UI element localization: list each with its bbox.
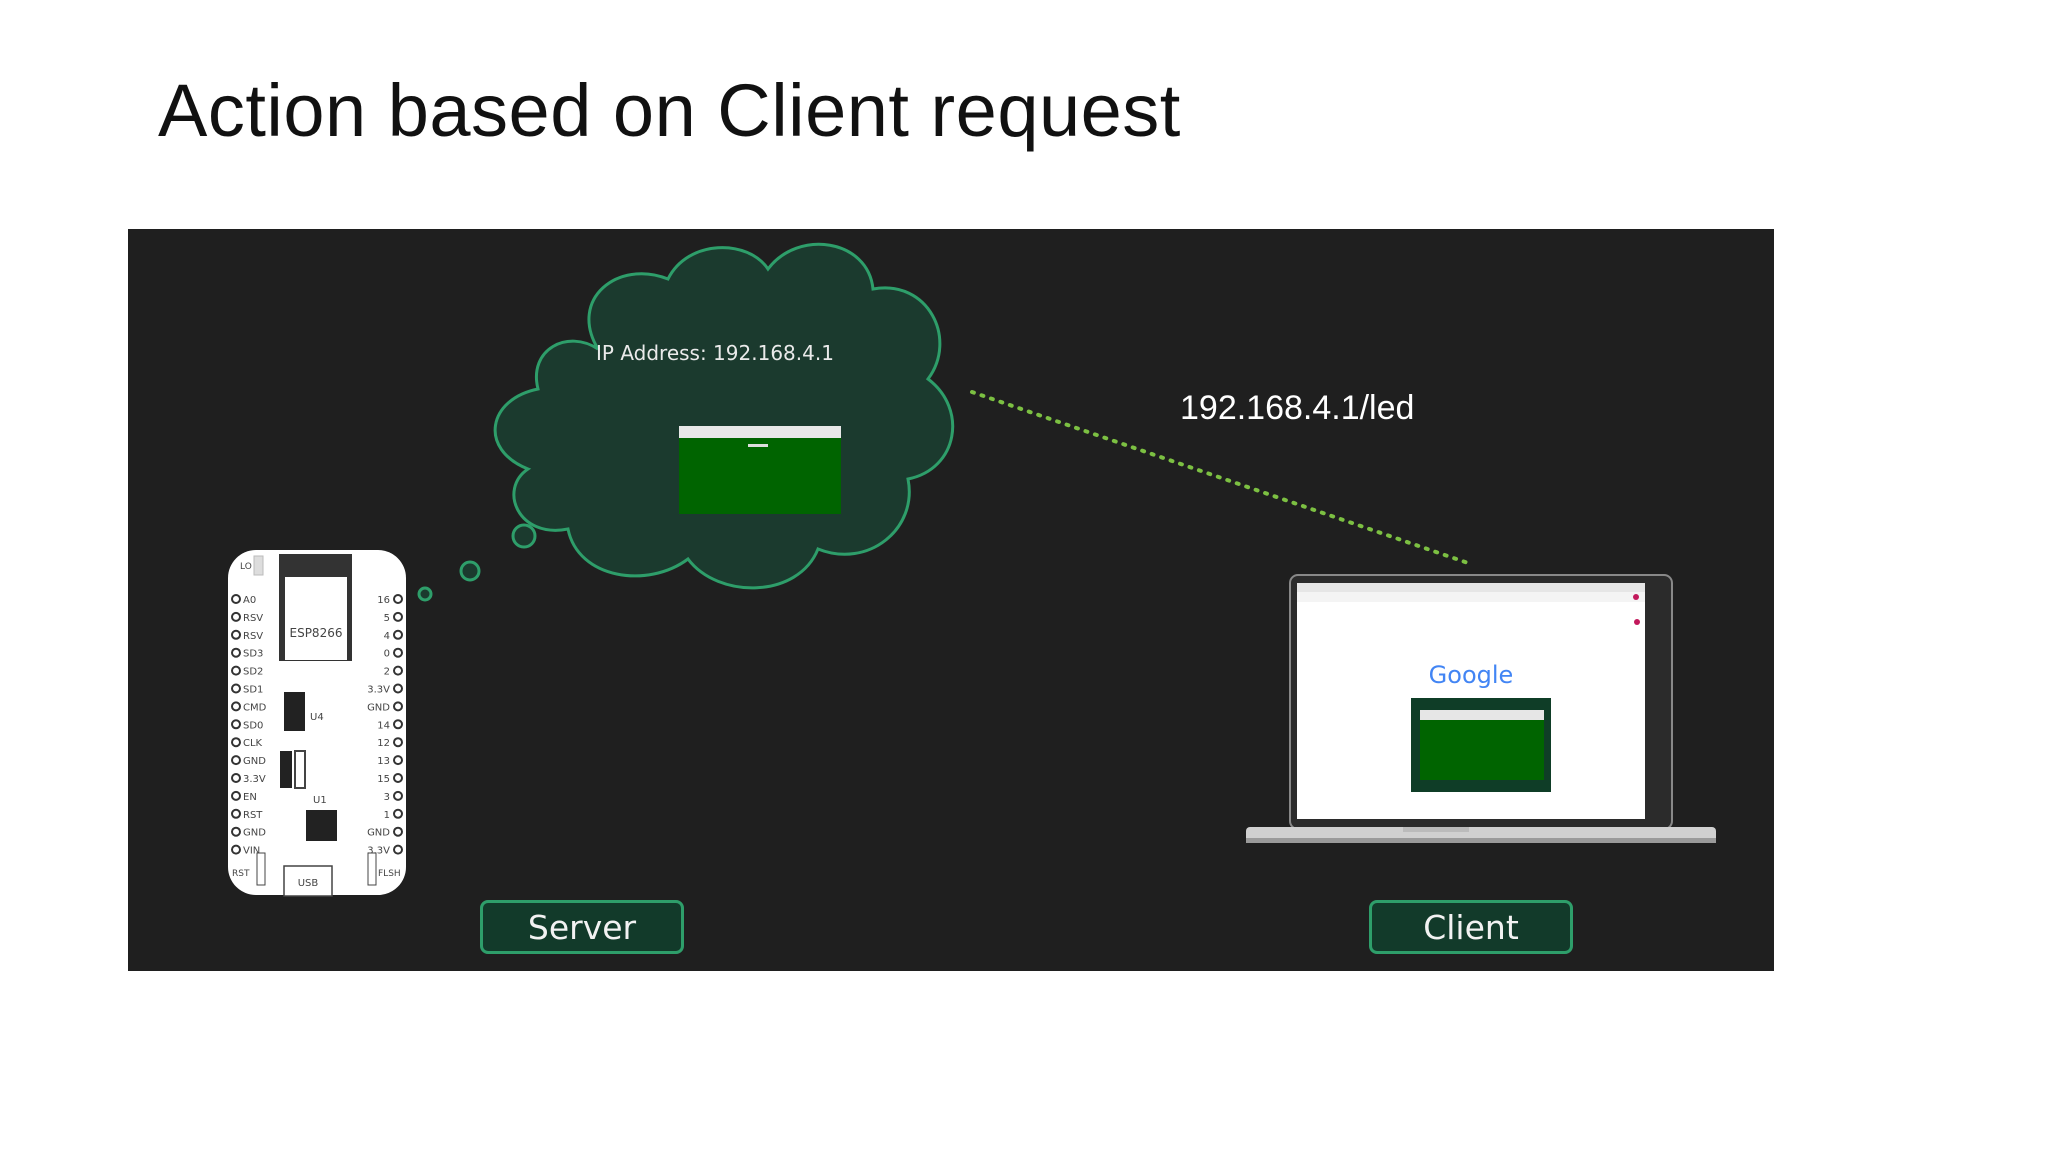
pin-label-right: 12 — [377, 738, 390, 749]
svg-text:RST: RST — [232, 869, 250, 879]
server-label-box: Server — [480, 900, 684, 954]
pin-right — [393, 808, 403, 819]
pin-label-right: 3.3V — [367, 685, 390, 696]
pin-left — [231, 826, 241, 837]
pin-label-right: 1 — [384, 810, 390, 821]
pin-left — [231, 683, 241, 694]
diagram-panel: IP Address: 192.168.4.1 ESP8266 LO U4 U1 — [128, 229, 1774, 971]
pin-label-left: RSV — [243, 631, 263, 642]
cloud-ip-label: IP Address: 192.168.4.1 — [596, 341, 834, 365]
pin-right — [393, 773, 403, 783]
pin-label-left: SD3 — [243, 649, 263, 660]
pin-label-right: 2 — [384, 667, 390, 678]
pin-left — [231, 594, 241, 604]
pin-label-left: SD0 — [243, 720, 263, 731]
pin-right — [393, 594, 403, 604]
pin-label-right: GND — [367, 828, 390, 839]
request-dotted-line — [970, 390, 1470, 565]
svg-text:U1: U1 — [313, 795, 327, 806]
pin-label-left: A0 — [243, 595, 256, 606]
pin-right — [393, 629, 403, 640]
pin-label-right: 0 — [384, 649, 390, 660]
pin-label-left: SD1 — [243, 685, 263, 696]
pin-left — [231, 629, 241, 640]
pin-right — [393, 683, 403, 694]
server-page-preview — [679, 426, 841, 514]
pin-left — [231, 665, 241, 676]
pin-label-left: GND — [243, 828, 266, 839]
client-label-box: Client — [1369, 900, 1573, 954]
pin-right — [393, 665, 403, 676]
pin-left — [231, 773, 241, 783]
request-url-label: 192.168.4.1/led — [1180, 389, 1415, 427]
pin-label-left: SD2 — [243, 667, 263, 678]
thought-bubble-large — [511, 523, 537, 549]
thought-bubble-small — [417, 586, 433, 602]
pin-right — [393, 719, 403, 730]
cloud-shape — [493, 242, 955, 590]
pin-label-right: 4 — [384, 631, 390, 642]
pin-left — [231, 737, 241, 748]
pin-label-left: VIN — [243, 846, 260, 857]
pin-left — [231, 647, 241, 658]
pin-right — [393, 737, 403, 748]
pin-left — [231, 611, 241, 622]
pin-right — [393, 755, 403, 766]
pin-left — [231, 808, 241, 819]
pin-left — [231, 844, 241, 855]
pin-label-left: RSV — [243, 613, 263, 624]
pin-left — [231, 719, 241, 730]
pin-label-right: 3.3V — [367, 846, 390, 857]
slide-title: Action based on Client request — [158, 69, 1181, 152]
pin-right — [393, 611, 403, 622]
pin-label-right: 15 — [377, 774, 390, 785]
svg-text:FLSH: FLSH — [378, 869, 401, 879]
laptop: Google — [1246, 574, 1716, 843]
svg-text:LO: LO — [240, 562, 252, 572]
pin-left — [231, 790, 241, 801]
pin-label-left: GND — [243, 756, 266, 767]
svg-text:USB: USB — [298, 878, 319, 889]
pin-label-right: 14 — [377, 720, 390, 731]
pin-left — [231, 755, 241, 766]
pin-label-left: CLK — [243, 738, 263, 749]
pin-label-right: 13 — [377, 756, 390, 767]
pin-right — [393, 826, 403, 837]
svg-text:ESP8266: ESP8266 — [290, 626, 343, 640]
pin-label-right: 3 — [384, 792, 390, 803]
pin-right — [393, 647, 403, 658]
pin-label-right: 16 — [377, 595, 390, 606]
pin-label-left: CMD — [243, 702, 267, 713]
pin-label-left: 3.3V — [243, 774, 266, 785]
svg-text:U4: U4 — [310, 712, 324, 723]
pin-right — [393, 790, 403, 801]
pin-right — [393, 844, 403, 855]
pin-label-left: EN — [243, 792, 257, 803]
thought-bubble-medium — [459, 560, 481, 582]
pin-label-right: 5 — [384, 613, 390, 624]
pin-label-right: GND — [367, 702, 390, 713]
pin-left — [231, 701, 241, 712]
google-logo: Google — [1429, 661, 1514, 689]
pin-label-left: RST — [243, 810, 263, 821]
pin-right — [393, 701, 403, 712]
